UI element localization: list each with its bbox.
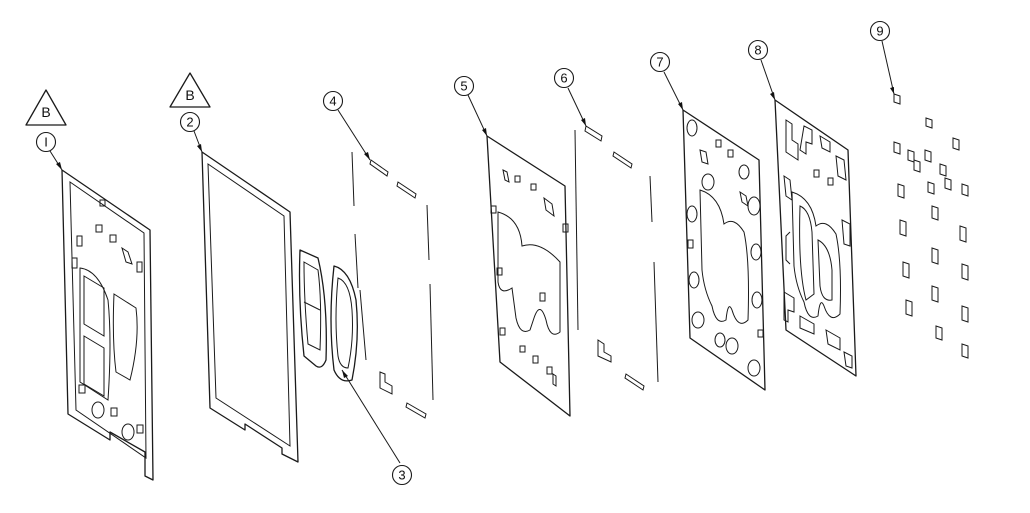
revision-flag-2-label: B bbox=[185, 87, 194, 103]
balloon-item-3: 3 bbox=[391, 464, 413, 486]
balloon-item-7: 7 bbox=[649, 51, 671, 73]
balloon-item-7-label: 7 bbox=[656, 55, 663, 70]
balloon-item-8-label: 8 bbox=[754, 43, 761, 58]
balloon-item-2-label: 2 bbox=[186, 115, 193, 130]
part-9-pads bbox=[893, 93, 969, 359]
part-2-frame-gasket bbox=[201, 151, 299, 463]
balloon-item-8: 8 bbox=[747, 39, 769, 61]
part-6-adhesive-strips bbox=[574, 125, 659, 391]
balloon-item-3-label: 3 bbox=[398, 468, 405, 483]
balloon-item-5-label: 5 bbox=[460, 79, 467, 94]
balloon-item-1: I bbox=[35, 131, 57, 153]
part-8-circuit-layer bbox=[774, 99, 857, 377]
revision-flag-2: B bbox=[169, 72, 211, 108]
balloon-item-2: 2 bbox=[179, 111, 201, 133]
balloon-item-1-label: I bbox=[44, 135, 48, 150]
balloon-item-9: 9 bbox=[869, 20, 891, 42]
balloon-item-6-label: 6 bbox=[560, 71, 567, 86]
balloon-item-6: 6 bbox=[553, 67, 575, 89]
balloon-item-5: 5 bbox=[453, 75, 475, 97]
part-4-adhesive-strips bbox=[351, 151, 434, 419]
part-5-plate bbox=[486, 135, 571, 417]
part-3-window-gaskets bbox=[298, 249, 358, 382]
revision-flag-1: B bbox=[25, 89, 67, 126]
leader-lines bbox=[49, 40, 895, 464]
balloon-item-4: 4 bbox=[322, 90, 344, 112]
balloon-item-9-label: 9 bbox=[876, 24, 883, 39]
part-7-spacer-sheet bbox=[682, 109, 766, 391]
balloon-item-4-label: 4 bbox=[329, 94, 336, 109]
revision-flag-1-label: B bbox=[41, 104, 50, 120]
part-1-keypad-overlay bbox=[61, 169, 154, 481]
